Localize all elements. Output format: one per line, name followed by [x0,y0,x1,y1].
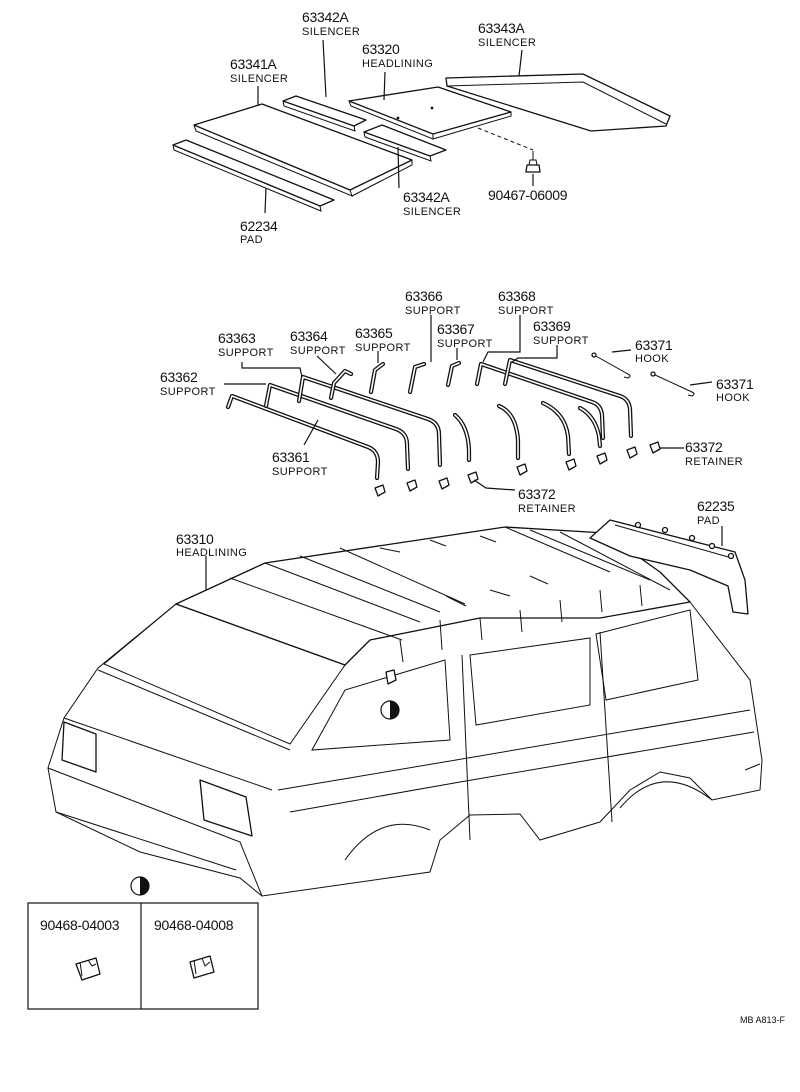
silencer-63343a-part [445,73,671,132]
label-90468-04008-number: 90468-04008 [154,917,234,933]
label-63343a-number: 63343A [478,20,525,36]
label-63362-name: SUPPORT [160,386,216,398]
label-63363-name: SUPPORT [218,347,274,359]
label-63341a-number: 63341A [230,56,277,72]
hook-63371a-part [591,352,631,379]
label-63369-number: 63369 [533,318,571,334]
roof-panels-group [172,39,671,214]
retainers-63372 [374,441,661,497]
label-63310-number: 63310 [176,531,214,547]
clip-symbol-on-body [380,669,400,720]
label-63367-name: SUPPORT [437,338,493,350]
supports-group [224,315,713,497]
label-63341a-name: SILENCER [230,73,288,85]
label-63342a-bottom-number: 63342A [403,189,450,205]
label-63320-number: 63320 [362,41,400,57]
support-63365-part [368,361,386,395]
silencer-63341a-part [193,103,413,197]
support-63368-part [474,361,606,441]
support-63362-part [263,382,411,472]
label-90468-04003-number: 90468-04003 [40,917,120,933]
label-63372a-number: 63372 [685,439,723,455]
label-63371b-number: 63371 [716,376,754,392]
pad-62235-part [589,519,749,615]
part-labels: 63342A SILENCER 63320 HEADLINING 63343A … [40,9,786,1025]
label-63342a-top-number: 63342A [302,9,349,25]
label-63342a-bottom-name: SILENCER [403,206,461,218]
figure-code: MB A813-F [740,1015,786,1025]
label-63368-number: 63368 [498,288,536,304]
label-63362-number: 63362 [160,369,198,385]
label-62234-name: PAD [240,234,263,246]
label-62235-number: 62235 [697,498,735,514]
label-63364-number: 63364 [290,328,328,344]
label-63342a-top-name: SILENCER [302,26,360,38]
label-63371b-name: HOOK [716,392,750,404]
pad-62234-part [172,139,335,212]
label-63343a-name: SILENCER [478,37,536,49]
support-63363-part [296,374,443,468]
label-63368-name: SUPPORT [498,305,554,317]
headlining-63320-part [348,86,512,140]
support-63361-part [225,393,381,481]
clip-90468-04003-part [75,957,101,981]
label-63363-number: 63363 [218,330,256,346]
support-63366-part [407,361,427,395]
van-body-group [47,519,763,897]
support-63369-part [502,357,634,439]
silencer-63342a-top-part [282,95,367,132]
label-63369-name: SUPPORT [533,335,589,347]
clip-90467-part [477,127,541,173]
label-63372a-name: RETAINER [685,456,743,468]
label-63366-number: 63366 [405,288,443,304]
label-63366-name: SUPPORT [405,305,461,317]
support-front-arcs [452,400,603,463]
label-63371a-name: HOOK [635,353,669,365]
label-63320-name: HEADLINING [362,58,433,70]
label-63372b-name: RETAINER [518,503,576,515]
label-63364-name: SUPPORT [290,345,346,357]
label-63365-number: 63365 [355,325,393,341]
label-62235-name: PAD [697,515,720,527]
label-90467-number: 90467-06009 [488,187,568,203]
hook-63371b-part [650,371,695,397]
fastener-inset [27,876,259,1010]
label-63371a-number: 63371 [635,337,673,353]
label-63372b-number: 63372 [518,486,556,502]
label-63365-name: SUPPORT [355,342,411,354]
label-63361-number: 63361 [272,449,310,465]
support-63367-part [445,360,462,388]
label-63361-name: SUPPORT [272,466,328,478]
label-63367-number: 63367 [437,321,475,337]
headlining-63310-part [175,526,691,666]
label-62234-number: 62234 [240,218,278,234]
support-63364-part [328,368,354,401]
clip-90468-04008-part [189,955,215,979]
label-63310-name: HEADLINING [176,547,247,559]
